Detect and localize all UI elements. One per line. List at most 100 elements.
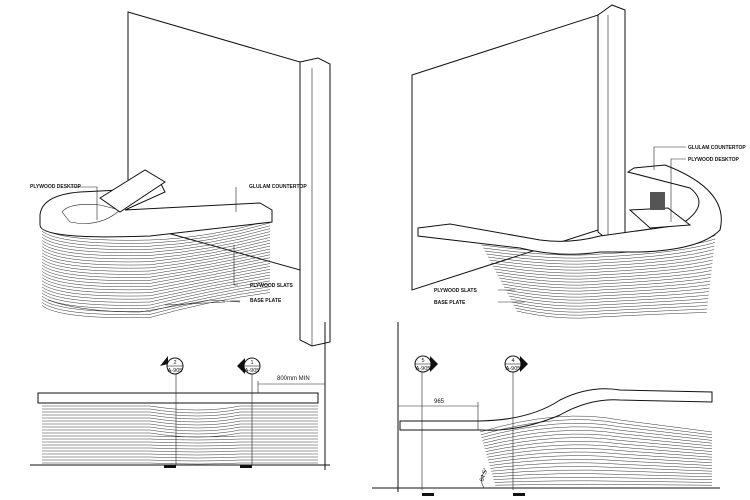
slat-line	[484, 437, 713, 450]
slat-line	[42, 420, 318, 426]
label-base-plate: BASE PLATE	[434, 300, 466, 306]
slat-line	[41, 280, 271, 306]
section-cut-mark	[513, 493, 525, 496]
slat-line	[508, 294, 709, 304]
slat-line	[42, 423, 318, 429]
slat-line	[42, 414, 318, 420]
slat-line	[41, 292, 271, 318]
slat-line	[41, 266, 271, 291]
iso-view-right: GLULAM COUNTERTOP PLYWOOD DESKTOP PLYWOO…	[411, 4, 746, 319]
slat-line	[42, 435, 318, 438]
slat-line	[497, 270, 712, 283]
section-marker-2: 2 A-905	[160, 356, 184, 375]
slat-line	[491, 469, 713, 475]
svg-text:800mm MIN: 800mm MIN	[277, 376, 310, 382]
slat-line	[481, 422, 713, 438]
slat-line	[491, 466, 713, 472]
countertop-elevation	[399, 388, 713, 431]
slat-line	[42, 447, 318, 450]
slat-line	[489, 458, 713, 466]
slat-line	[42, 417, 318, 423]
slat-line	[42, 411, 318, 417]
slat-line	[41, 219, 271, 241]
svg-text:A-905: A-905	[416, 366, 431, 372]
plywood-slats-left	[41, 219, 271, 318]
plywood-desktop-left	[99, 169, 166, 213]
slat-line	[41, 274, 271, 300]
desktop-support	[650, 192, 665, 210]
slat-line	[41, 228, 271, 250]
countertop-right	[417, 164, 722, 255]
section-marker-5: 5 A-905	[414, 355, 438, 373]
slat-line	[41, 277, 271, 303]
countertop-elevation	[37, 392, 319, 404]
slat-line	[487, 249, 715, 265]
slat-line	[42, 438, 318, 441]
label-base-plate: BASE PLATE	[250, 298, 282, 304]
slat-line	[487, 448, 713, 458]
section-cut-mark	[422, 493, 434, 496]
slat-line	[507, 291, 710, 301]
plywood-desktop-right	[628, 207, 692, 229]
svg-text:2: 2	[173, 360, 176, 366]
dimension-clearance: 800mm MIN	[257, 376, 325, 393]
angle-dimension: 64.5°	[479, 467, 490, 489]
wall-post	[597, 4, 626, 241]
slat-line	[495, 484, 713, 486]
svg-text:4: 4	[511, 358, 514, 364]
label-plywood-slats: PLYWOOD SLATS	[434, 288, 477, 294]
slat-line	[42, 450, 318, 453]
slat-line	[510, 298, 709, 307]
slats-elevation-right	[479, 415, 713, 486]
label-plywood-desktop: PLYWOOD DESKTOP	[688, 157, 740, 163]
slat-line	[485, 440, 713, 452]
slat-line	[42, 459, 318, 462]
slat-line	[486, 444, 713, 455]
slat-line	[499, 273, 712, 286]
slat-line	[42, 408, 318, 414]
svg-text:1: 1	[250, 360, 253, 366]
slat-line	[41, 245, 271, 269]
label-glulam-countertop: GLULAM COUNTERTOP	[249, 184, 307, 190]
slat-line	[511, 301, 709, 310]
slat-line	[490, 462, 713, 469]
slat-line	[500, 277, 711, 289]
slat-line	[41, 234, 271, 256]
plywood-slats-right	[479, 231, 717, 319]
slat-line	[513, 304, 708, 313]
svg-text:A-905: A-905	[168, 368, 183, 374]
leader-lines-left	[70, 186, 240, 302]
slat-line	[492, 259, 713, 274]
slat-line	[494, 263, 713, 277]
slat-line	[41, 289, 271, 315]
slat-line	[488, 455, 713, 464]
slat-line	[42, 456, 318, 459]
slat-line	[492, 473, 713, 478]
slat-line	[42, 429, 318, 435]
leader-lines-right	[498, 146, 686, 303]
slat-line	[42, 441, 318, 444]
slat-line	[41, 240, 271, 263]
slat-line	[486, 245, 715, 262]
slat-line	[41, 242, 271, 266]
slat-line	[41, 225, 271, 247]
section-marker-1: 1 A-905	[237, 357, 261, 375]
slat-line	[42, 426, 318, 432]
slat-line	[41, 263, 271, 287]
label-glulam-countertop: GLULAM COUNTERTOP	[688, 145, 746, 151]
slat-line	[491, 256, 714, 271]
slat-line	[494, 480, 713, 483]
slat-line	[495, 266, 713, 280]
slat-line	[42, 462, 318, 465]
slat-line	[479, 415, 713, 433]
slat-line	[42, 444, 318, 447]
slat-line	[41, 260, 271, 284]
section-marker-4: 4 A-905	[504, 355, 528, 373]
slat-line	[41, 257, 271, 281]
slat-line	[483, 430, 713, 444]
slat-line	[41, 271, 271, 297]
slats-elevation-left	[42, 405, 318, 465]
slat-line	[484, 242, 715, 259]
